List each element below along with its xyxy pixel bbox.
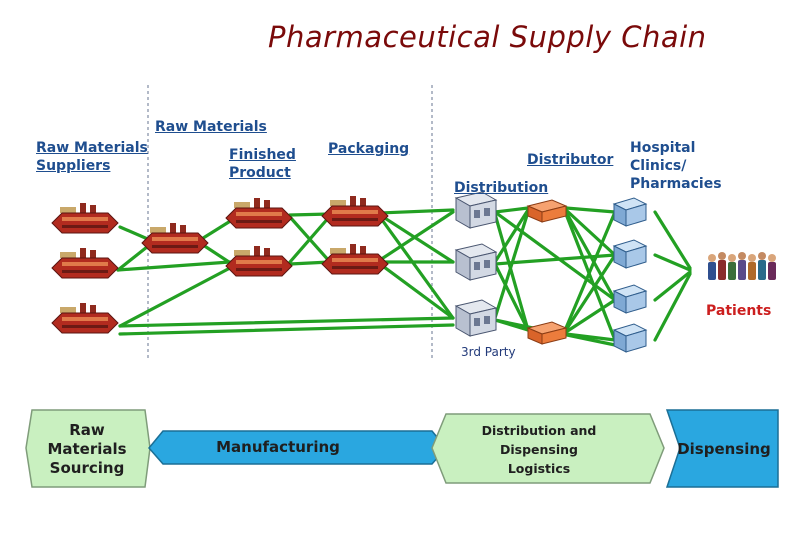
stage-text: Sourcing: [49, 458, 125, 477]
truck-icon: [526, 321, 568, 345]
warehouse-icon: [454, 299, 498, 337]
hospital-icon: [612, 284, 648, 314]
hospital-icon: [612, 197, 648, 227]
label-line: Hospital: [630, 140, 696, 156]
factory-icon: [321, 196, 389, 227]
label-third-party: 3rd Party: [461, 345, 516, 359]
label-line: Suppliers: [36, 158, 111, 174]
stage-text: Distribution and Dispensing: [481, 422, 597, 457]
stage-text: Manufacturing: [216, 438, 340, 456]
patients-group-icon: [708, 252, 776, 280]
stage-shape-dispensing: [665, 409, 779, 488]
label-patients: Patients: [706, 303, 772, 319]
factory-icon: [141, 223, 209, 254]
warehouse-icon: [454, 191, 498, 229]
label-packaging: Packaging: [328, 141, 410, 157]
warehouse-icon: [454, 243, 498, 281]
label-distributor: Distributor: [527, 152, 614, 168]
stage-shape-manufacturing: [148, 430, 447, 465]
label-line: Raw Materials: [36, 140, 148, 156]
label-raw-materials-suppliers: Raw Materials Suppliers: [36, 139, 148, 175]
factory-icon: [225, 246, 293, 277]
label-line: Pharmacies: [630, 176, 722, 192]
label-raw-materials: Raw Materials: [155, 119, 267, 135]
factory-icon: [321, 244, 389, 275]
stage-text: Logistics: [507, 460, 571, 476]
factory-icon: [51, 303, 119, 334]
stage-distribution-logistics: Distribution and Dispensing Logistics: [446, 418, 632, 480]
hospital-icon: [612, 239, 648, 269]
label-distribution: Distribution: [454, 180, 549, 196]
label-line: Clinics/: [630, 158, 687, 174]
supply-links: [116, 206, 692, 347]
factory-icon: [51, 248, 119, 279]
factory-icon: [51, 203, 119, 234]
stage-dispensing: Dispensing: [672, 413, 776, 485]
label-hospital-clinics-pharmacies: Hospital Clinics/ Pharmacies: [630, 139, 722, 193]
label-finished-product: Finished Product: [229, 146, 296, 182]
stage-text: Materials: [47, 439, 127, 458]
stage-text: Dispensing: [677, 439, 771, 458]
diagram-title: Pharmaceutical Supply Chain: [268, 20, 707, 54]
factory-icon: [225, 198, 293, 229]
stage-sourcing: Raw Materials Sourcing: [32, 413, 142, 485]
label-line: Finished: [229, 147, 296, 163]
stage-shape-sourcing: [25, 409, 151, 488]
hospital-icon: [612, 323, 648, 353]
truck-icon: [526, 199, 568, 223]
stage-text: Raw: [69, 420, 105, 439]
stage-shape-distribution: [431, 413, 665, 484]
stage-manufacturing: Manufacturing: [163, 431, 393, 464]
label-line: Product: [229, 165, 291, 181]
